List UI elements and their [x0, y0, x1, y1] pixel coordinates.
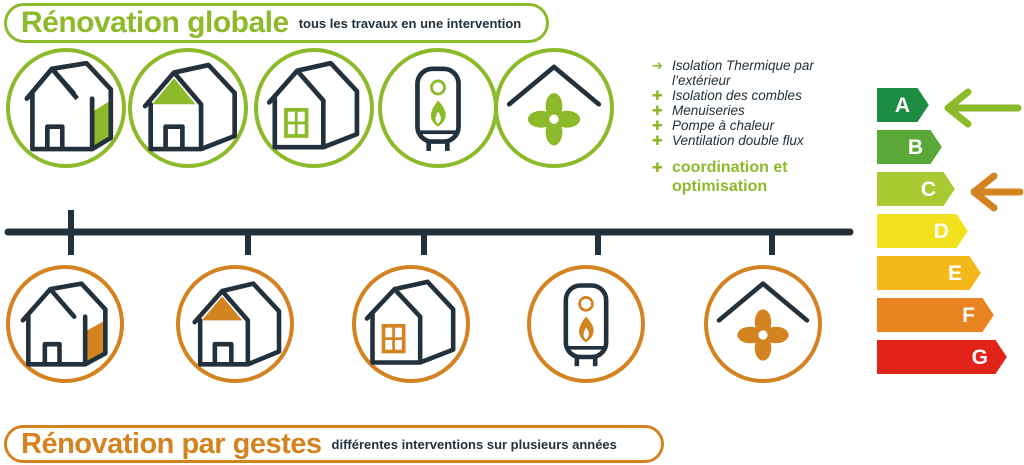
list-item-label: Isolation Thermique par l’extérieur	[672, 58, 814, 88]
energy-class-g: G	[875, 338, 1010, 376]
global-step-windows	[254, 48, 374, 168]
energy-class-b: B	[875, 128, 945, 166]
plus-icon: ✚	[652, 160, 663, 175]
house-attic-insulation-icon	[192, 281, 282, 367]
house-wall-insulation-icon	[20, 281, 108, 367]
global-step-wall-insulation	[6, 48, 126, 168]
plus-icon: ✚	[652, 118, 663, 133]
list-item: ➔ Isolation Thermique par l’extérieur	[652, 58, 867, 88]
energy-class-c: C	[875, 170, 958, 208]
energy-class-bar	[875, 212, 971, 250]
plus-icon: ✚	[652, 88, 663, 103]
energy-class-a: A	[875, 86, 932, 124]
gesture-renovation-banner: Rénovation par gestes différentes interv…	[4, 425, 664, 463]
works-list: ➔ Isolation Thermique par l’extérieur ✚ Is…	[652, 58, 867, 196]
energy-class-label: A	[895, 94, 910, 117]
water-heater-icon	[563, 283, 609, 367]
house-wall-insulation-icon	[24, 60, 114, 152]
list-item-label: Pompe à chaleur	[672, 118, 775, 133]
energy-class-bar	[875, 254, 984, 292]
global-renovation-banner: Rénovation globale tous les travaux en u…	[4, 3, 549, 43]
list-item: ✚ Menuiseries	[652, 103, 867, 118]
global-step-heat-pump	[378, 48, 498, 168]
list-item: ✚ Pompe à chaleur	[652, 118, 867, 133]
gesture-step-windows	[352, 265, 470, 383]
energy-class-bar	[875, 128, 945, 166]
energy-class-label: G	[972, 346, 988, 369]
gesture-renovation-title: Rénovation par gestes	[21, 427, 322, 460]
list-item-label: Ventilation double flux	[672, 133, 804, 148]
coordination-item: ✚ coordination et optimisation	[652, 158, 867, 196]
gesture-step-attic-insulation	[176, 265, 294, 383]
arrow-icon	[944, 88, 1022, 128]
energy-class-label: B	[908, 136, 923, 159]
arrow-gestures-result	[970, 172, 1024, 212]
house-window-icon	[266, 60, 360, 150]
list-item-label: Menuiseries	[672, 103, 745, 118]
gesture-step-ventilation	[704, 265, 822, 383]
arrow-icon	[970, 172, 1024, 212]
energy-class-f: F	[875, 296, 997, 334]
list-item-label: Isolation des combles	[672, 88, 802, 103]
plus-icon: ✚	[652, 103, 663, 118]
global-step-ventilation	[494, 48, 614, 168]
arrow-global-result	[944, 88, 1022, 128]
list-item: ✚ Isolation des combles	[652, 88, 867, 103]
energy-class-bar	[875, 296, 997, 334]
energy-class-bar	[875, 338, 1010, 376]
water-heater-icon	[415, 66, 461, 151]
energy-class-bar	[875, 86, 932, 124]
house-window-icon	[364, 279, 456, 365]
gesture-renovation-subtitle: différentes interventions sur plusieurs …	[331, 436, 617, 452]
gesture-step-wall-insulation	[6, 265, 124, 383]
arrow-icon: ➔	[652, 58, 663, 73]
global-step-attic-insulation	[128, 48, 248, 168]
energy-class-label: D	[934, 220, 949, 243]
house-attic-insulation-icon	[142, 62, 238, 152]
energy-class-e: E	[875, 254, 984, 292]
energy-class-d: D	[875, 212, 971, 250]
gesture-step-heat-pump	[527, 265, 645, 383]
list-item: ✚ Ventilation double flux	[652, 133, 867, 148]
energy-class-label: C	[921, 178, 936, 201]
ventilation-fan-icon	[716, 281, 810, 361]
energy-class-label: E	[948, 262, 962, 285]
global-renovation-subtitle: tous les travaux en une intervention	[298, 15, 522, 31]
energy-class-label: F	[962, 304, 975, 327]
plus-icon: ✚	[652, 133, 663, 148]
global-renovation-title: Rénovation globale	[21, 6, 289, 39]
coordination-label: coordination et optimisation	[672, 159, 788, 195]
energy-class-bar	[875, 170, 958, 208]
ventilation-fan-icon	[506, 64, 602, 146]
